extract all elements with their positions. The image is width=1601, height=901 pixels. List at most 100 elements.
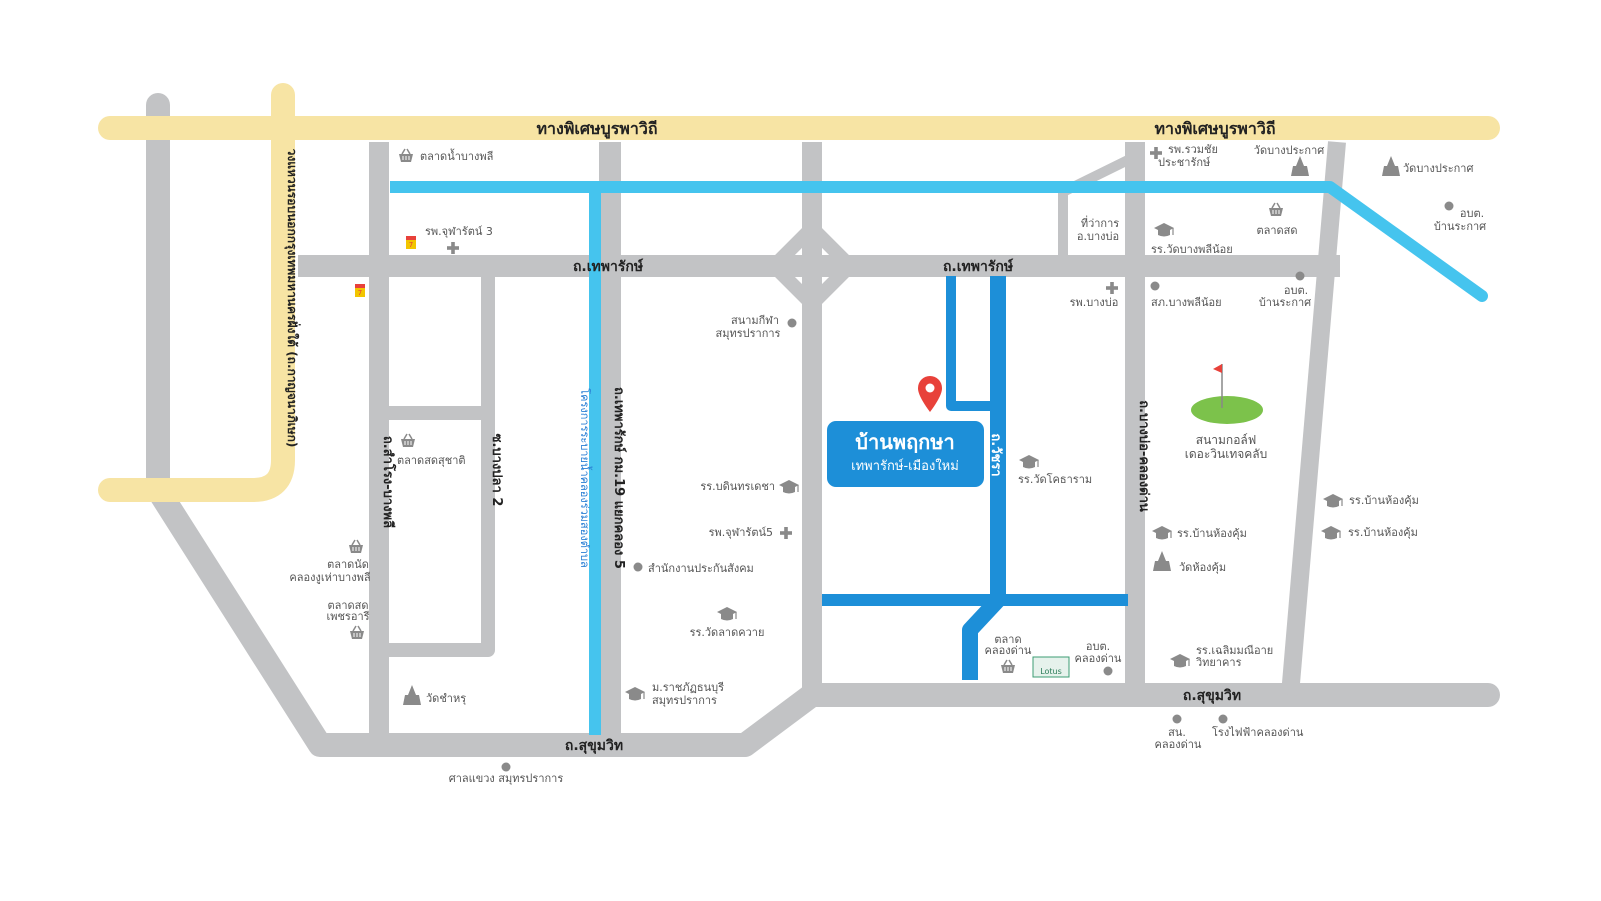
temple-icon (403, 685, 421, 705)
poi-stadium-2: สมุทรปราการ (716, 327, 781, 340)
poi-obt-khlongdan-2: คลองด่าน (1075, 652, 1122, 665)
poi-police-bangphli-noi: สภ.บางพลีน้อย (1151, 296, 1222, 309)
school-cap-icon (1169, 653, 1191, 669)
golf-label-2: เดอะวินเทจคลับ (1185, 447, 1268, 461)
golf-label-1: สนามกอล์ฟ (1196, 433, 1257, 447)
label-bangna-trad-left: ทางพิเศษบูรพาวิถี (536, 119, 657, 140)
obt-dot-icon (1444, 201, 1454, 211)
canals-layer (390, 181, 1488, 735)
obt-dot-icon (1295, 271, 1305, 281)
market-basket-icon (400, 433, 416, 448)
hospital-cross-icon (780, 527, 792, 539)
poi-market-phetcharee-2: เพชรอารี (326, 610, 369, 623)
road-connector (1058, 155, 1131, 260)
label-theparak-left: ถ.เทพารักษ์ (573, 258, 643, 275)
market-basket-icon (398, 148, 414, 163)
golf-green-icon (1191, 396, 1263, 424)
poi-wat-hongkhum: วัดห้องคุ้ม (1179, 561, 1226, 574)
poi-school-chaloem-1: รร.เฉลิมมณีอาย (1196, 644, 1273, 657)
label-soi-bangpla: ซ.บางปลา 2 (489, 434, 504, 507)
office-dot-icon (633, 562, 643, 572)
temple-icon (1382, 156, 1400, 176)
canal-wachira (962, 276, 1006, 680)
school-cap-icon (1151, 525, 1173, 541)
market-basket-icon (349, 625, 365, 640)
poi-hospital-chularat3: รพ.จุฬารัตน์ 3 (425, 225, 493, 238)
label-theparak-right: ถ.เทพารักษ์ (943, 258, 1013, 275)
obt-dot-icon (1103, 666, 1113, 676)
lotus-label: Lotus (1040, 667, 1062, 676)
school-cap-icon (624, 686, 646, 702)
shop-icon (355, 284, 365, 297)
project-subtitle: เทพารักษ์-เมืองใหม่ (851, 458, 959, 474)
poi-school-hongkhum-1: รร.บ้านห้องคุ้ม (1349, 494, 1419, 507)
canal-inner (946, 276, 998, 411)
road-left-loop (146, 93, 1500, 757)
shop-icon (406, 236, 416, 249)
poi-market-phetcharee-1: ตลาดสด (327, 599, 368, 612)
poi-hospital-ruamchai-1: รพ.รวมชัย (1168, 143, 1218, 156)
road-interchange (767, 221, 857, 311)
poi-court: ศาลแขวง สมุทรปราการ (449, 772, 564, 785)
poi-school-chaloem-2: วิทยาคาร (1195, 656, 1241, 669)
poi-market-khlongngu-1: ตลาดนัด (327, 558, 369, 571)
label-sukhumvit-left: ถ.สุขุมวิท (565, 738, 623, 754)
project-box[interactable] (827, 421, 984, 487)
poi-obt-banrakat1-1: อบต. (1460, 207, 1484, 220)
project-title: บ้านพฤกษา (855, 430, 954, 454)
poi-hospital-chularat5: รพ.จุฬารัตน์5 (709, 526, 773, 539)
canal-ne (1324, 181, 1488, 302)
court-dot-icon (501, 762, 511, 772)
hospital-cross-icon (1106, 282, 1118, 294)
school-cap-icon (1018, 454, 1040, 470)
hospital-cross-icon (447, 242, 459, 254)
location-pin-icon (918, 376, 942, 412)
roads-layer (146, 93, 1500, 757)
label-kanchanaphisek: วงแหวนรอบนอกกรุงเทพมหานครฝั่งใต้ (ถ.กาญจ… (284, 149, 301, 448)
golf-flag-icon (1213, 364, 1222, 373)
school-cap-icon (1322, 493, 1344, 509)
poi-wat-bangprakat-2: วัดบางประกาศ (1403, 162, 1473, 175)
temple-icon (1291, 156, 1309, 176)
road-right-diagonal (1281, 141, 1346, 696)
school-cap-icon (1153, 222, 1175, 238)
poi-hospital-ruamchai-2: ประชารักษ์ (1158, 156, 1211, 169)
market-basket-icon (348, 539, 364, 554)
poi-school-khot: รร.วัดโคธาราม (1018, 472, 1092, 486)
market-basket-icon (1000, 659, 1016, 674)
stadium-dot-icon (787, 318, 797, 328)
poi-obt-banrakat2-2: บ้านระกาศ (1259, 296, 1311, 309)
poi-rajabhat-1: ม.ราชภัฏธนบุรี (652, 681, 724, 694)
label-samrong-bangphli: ถ.สำโรง-บางพลี (380, 436, 397, 528)
label-khlong-project: โครงการระบายน้ำคลองร่วมสองตำบล (578, 388, 593, 568)
police-dot-icon (1172, 714, 1182, 724)
poi-school-bodindecha: รร.บดินทรเดชา (700, 480, 775, 493)
expressway-kanchanaphisek (98, 83, 295, 502)
temple-icon (1153, 551, 1171, 571)
poi-obt-banrakat2-1: อบต. (1284, 284, 1308, 297)
label-theparak-km19: ถ.เทพารักษ์ กม.19 แยกคลอง 5 (611, 387, 627, 569)
poi-school-lat-kwai: รร.วัดลาดควาย (690, 626, 765, 639)
poi-stadium-1: สนามกีฬา (731, 314, 779, 327)
golf-course: สนามกอล์ฟ เดอะวินเทจคลับ (1185, 364, 1268, 461)
label-sukhumvit-right: ถ.สุขุมวิท (1183, 688, 1241, 704)
police-dot-icon (1150, 281, 1160, 291)
poi-market-khlongngu-2: คลองงูเห่าบางพลี (289, 571, 370, 584)
road-soi-bangpla (379, 406, 495, 657)
poi-obt-khlongdan-1: อบต. (1086, 640, 1110, 653)
expressway-layer (98, 83, 1500, 502)
poi-district-office-1: ที่ว่าการ (1081, 215, 1119, 230)
lotus-store-icon: Lotus (1032, 656, 1070, 678)
market-basket-icon (1268, 202, 1284, 217)
location-pin-dot (925, 383, 935, 393)
poi-district-office-2: อ.บางบ่อ (1077, 230, 1119, 243)
poi-market-khlongdan-1: ตลาด (994, 633, 1021, 646)
school-cap-icon (716, 606, 738, 622)
poi-rajabhat-2: สมุทรปราการ (652, 694, 717, 707)
poi-market-suchart: ตลาดสดสุชาติ (397, 454, 466, 467)
poi-market-bangphli: ตลาดน้ำบางพลี (420, 148, 493, 163)
poi-market-khlongdan-2: คลองด่าน (985, 644, 1032, 657)
poi-hospital-bangbo: รพ.บางบ่อ (1070, 296, 1119, 309)
project-marker[interactable]: บ้านพฤกษา เทพารักษ์-เมืองใหม่ (827, 376, 984, 487)
